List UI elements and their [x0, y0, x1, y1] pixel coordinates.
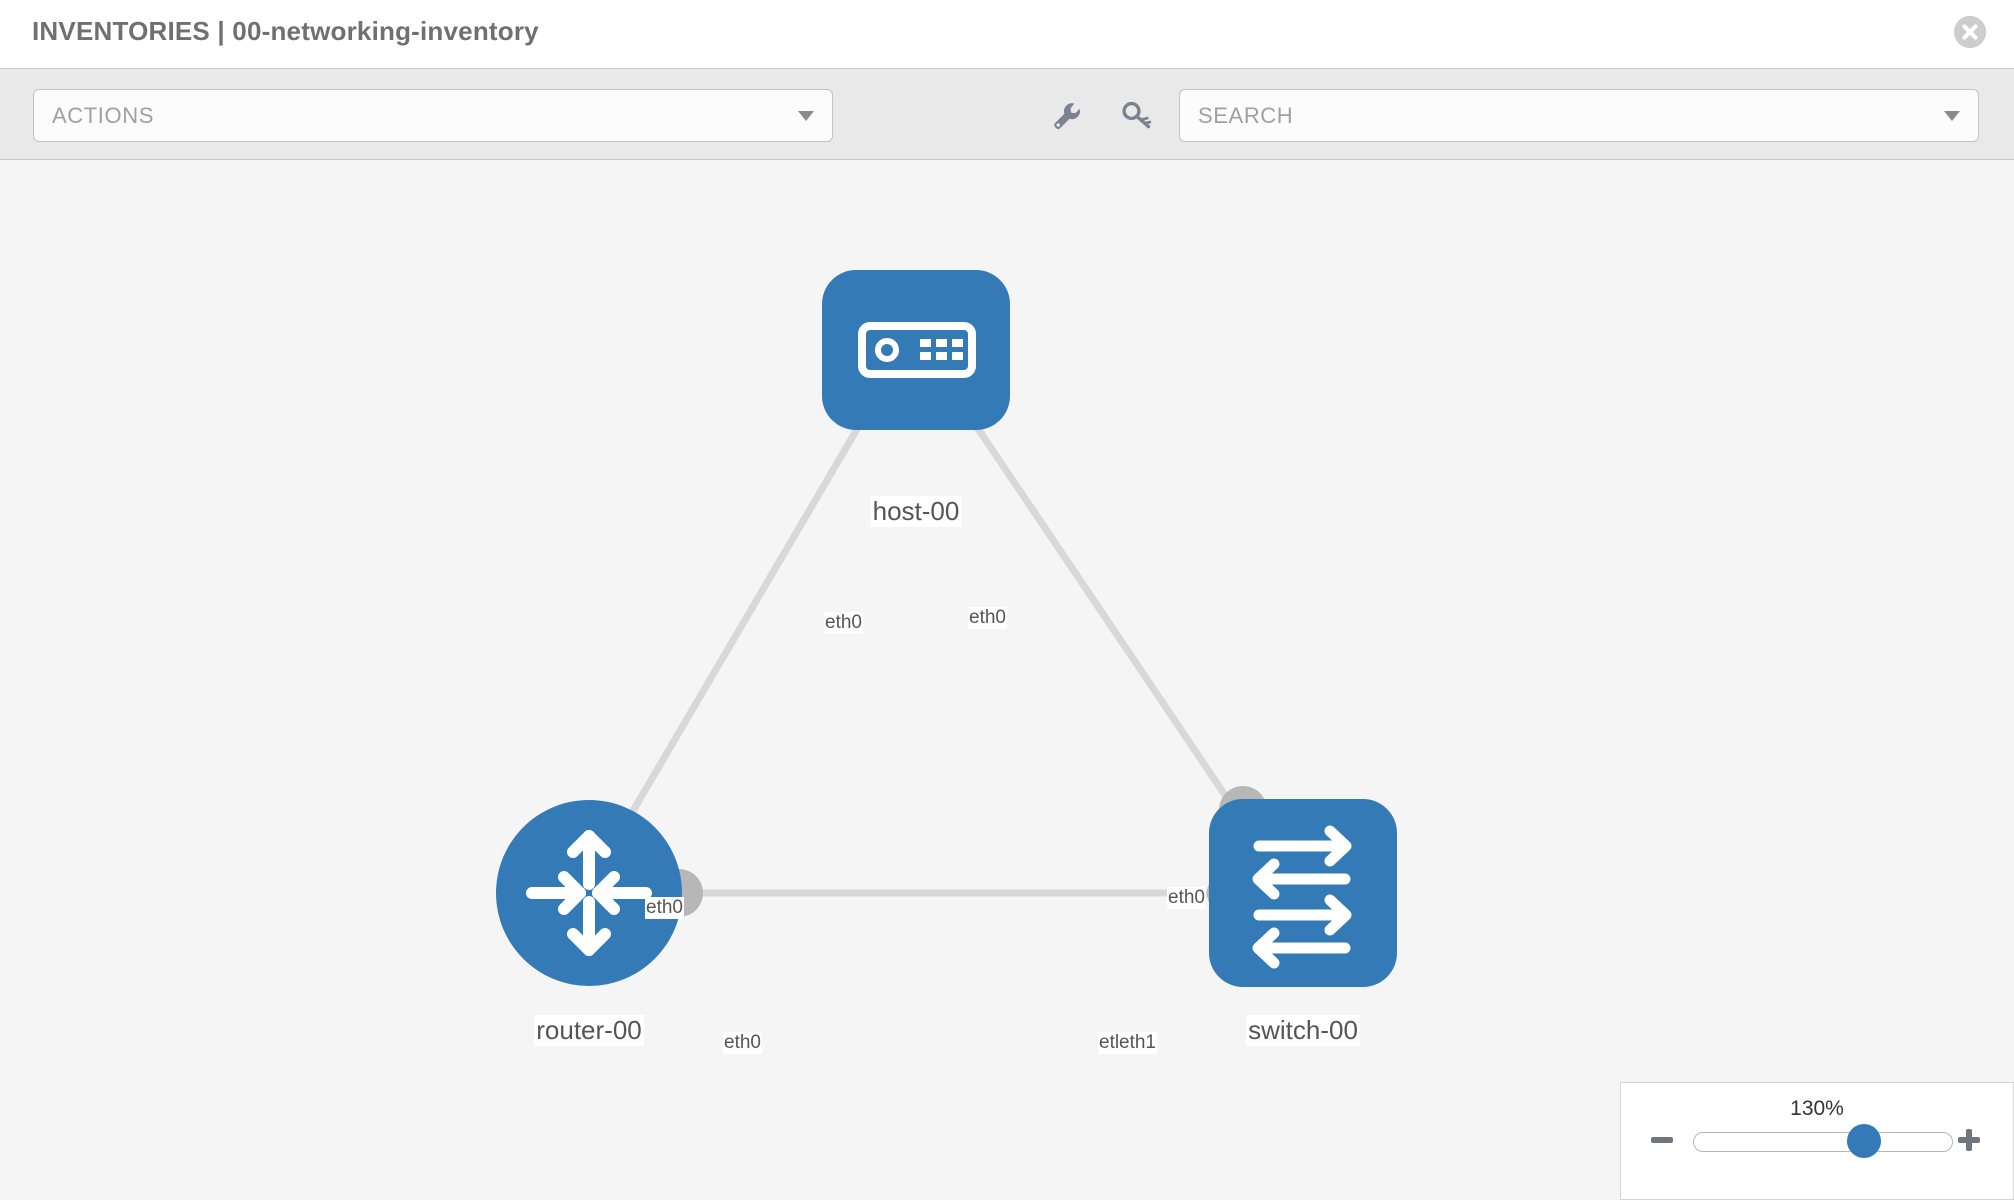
zoom-slider-track[interactable]	[1693, 1132, 1953, 1152]
topology-graph	[496, 270, 1397, 987]
node-host	[822, 270, 1010, 430]
node-label-router: router-00	[534, 1015, 644, 1046]
chevron-down-icon	[1944, 110, 1960, 121]
iface-label: eth0	[723, 1032, 762, 1054]
switch-bidirectional-arrows-icon	[1252, 825, 1352, 969]
zoom-control-panel: 130%	[1620, 1082, 2014, 1200]
page-header: INVENTORIES | 00-networking-inventory	[0, 0, 2014, 68]
close-icon[interactable]	[1954, 16, 1986, 48]
plus-icon[interactable]	[1956, 1127, 1982, 1153]
search-placeholder: SEARCH	[1198, 102, 1294, 128]
actions-dropdown-label: ACTIONS	[52, 102, 154, 128]
wrench-icon[interactable]	[1050, 99, 1084, 133]
node-label-host: host-00	[870, 496, 962, 527]
zoom-level-value: 130%	[1790, 1097, 1844, 1120]
node-label-switch: switch-00	[1246, 1015, 1360, 1046]
router-converging-arrows-icon	[526, 830, 652, 956]
page-title: INVENTORIES | 00-networking-inventory	[32, 16, 539, 46]
iface-label: eth1	[1118, 1032, 1157, 1054]
iface-label: eth0	[968, 607, 1007, 629]
node-switch	[1209, 799, 1397, 987]
actions-dropdown[interactable]: ACTIONS	[33, 89, 833, 142]
node-router	[496, 800, 682, 986]
toolbar: ACTIONS SEARCH	[0, 68, 2014, 160]
iface-label: eth0	[645, 897, 684, 919]
topology-canvas[interactable]: host-00 router-00 switch-00 eth0 eth0 et…	[0, 160, 2014, 1200]
server-device-icon	[858, 322, 976, 378]
minus-icon[interactable]	[1649, 1127, 1675, 1153]
topology-ports	[655, 358, 1267, 917]
chevron-down-icon	[798, 110, 814, 121]
link-host-switch	[949, 388, 1265, 852]
link-router-host	[606, 388, 884, 852]
search-input[interactable]: SEARCH	[1179, 89, 1979, 142]
iface-label: eth0	[1167, 887, 1206, 909]
topology-links	[606, 388, 1265, 897]
key-icon[interactable]	[1120, 99, 1154, 133]
zoom-slider-thumb[interactable]	[1847, 1124, 1881, 1158]
iface-label: eth0	[824, 612, 863, 634]
